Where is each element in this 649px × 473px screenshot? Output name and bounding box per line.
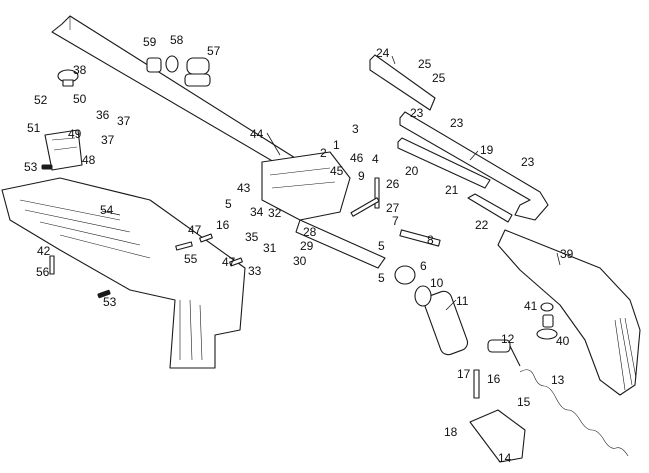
part-label: 18 — [444, 425, 458, 439]
part-label: 10 — [430, 276, 444, 290]
part-label: 55 — [184, 252, 198, 266]
spring-and-tube-parts — [423, 290, 629, 463]
small-hardware — [41, 164, 480, 399]
rear-stock-part — [497, 229, 641, 396]
part-label: 53 — [24, 160, 38, 174]
part-label: 16 — [487, 372, 501, 386]
part-label: 56 — [36, 265, 50, 279]
part-label: 7 — [392, 214, 399, 228]
part-label: 14 — [498, 451, 512, 465]
part-label: 4 — [372, 152, 379, 166]
part-label: 34 — [250, 205, 264, 219]
part-label: 24 — [376, 46, 390, 60]
part-label: 21 — [445, 183, 459, 197]
part-label: 28 — [303, 225, 317, 239]
part-label: 45 — [330, 164, 344, 178]
part-label: 49 — [68, 127, 82, 141]
part-label: 48 — [82, 153, 96, 167]
part-label: 5 — [378, 271, 385, 285]
part-label: 30 — [293, 254, 307, 268]
part-label: 33 — [248, 264, 262, 278]
part-label: 50 — [73, 92, 87, 106]
part-label: 43 — [237, 181, 251, 195]
part-label: 32 — [268, 206, 282, 220]
part-label: 16 — [216, 218, 230, 232]
rail-parts — [369, 54, 549, 223]
part-labels: 1 2 3 4 5 5 5 6 7 8 9 10 11 12 13 14 15 … — [24, 33, 574, 465]
part-label: 12 — [501, 332, 515, 346]
part-label: 35 — [245, 230, 259, 244]
part-label: 58 — [170, 33, 184, 47]
part-label: 22 — [475, 218, 489, 232]
part-label: 41 — [524, 299, 538, 313]
part-label: 5 — [378, 239, 385, 253]
part-label: 38 — [73, 63, 87, 77]
part-label: 47 — [188, 223, 202, 237]
muzzle-parts — [146, 55, 211, 87]
knob-parts-40-41 — [536, 302, 558, 340]
part-label: 29 — [300, 239, 314, 253]
part-label: 36 — [96, 108, 110, 122]
part-label: 40 — [556, 334, 570, 348]
part-label: 15 — [517, 395, 531, 409]
part-label: 59 — [143, 35, 157, 49]
part-label: 19 — [480, 143, 494, 157]
part-label: 9 — [358, 169, 365, 183]
part-label: 53 — [103, 295, 117, 309]
barrel-part — [51, 15, 386, 269]
part-label: 52 — [34, 93, 48, 107]
leader-lines — [101, 55, 561, 311]
part-label: 6 — [420, 259, 427, 273]
part-label: 37 — [101, 133, 115, 147]
part-label: 11 — [456, 294, 469, 308]
part-label: 5 — [225, 197, 232, 211]
stock-part — [1, 177, 246, 369]
part-label: 47 — [222, 255, 236, 269]
part-label: 57 — [207, 44, 221, 58]
part-label: 23 — [521, 155, 535, 169]
part-label: 46 — [350, 151, 364, 165]
part-label: 54 — [100, 203, 114, 217]
part-label: 8 — [427, 233, 434, 247]
part-label: 3 — [352, 122, 359, 136]
part-label: 26 — [386, 177, 400, 191]
part-label: 42 — [37, 244, 51, 258]
part-label: 2 — [320, 146, 327, 160]
part-label: 27 — [386, 201, 400, 215]
part-label: 13 — [551, 373, 565, 387]
part-label: 31 — [263, 241, 277, 255]
knob-and-block-parts — [44, 69, 83, 171]
part-label: 37 — [117, 114, 131, 128]
part-label: 25 — [418, 57, 432, 71]
part-label: 51 — [27, 121, 41, 135]
part-label: 23 — [450, 116, 464, 130]
part-label: 39 — [560, 247, 574, 261]
part-label: 1 — [333, 138, 340, 152]
part-label: 23 — [410, 106, 424, 120]
part-label: 44 — [250, 127, 264, 141]
part-label: 17 — [457, 367, 471, 381]
part-label: 25 — [432, 71, 446, 85]
part-label: 20 — [405, 164, 419, 178]
